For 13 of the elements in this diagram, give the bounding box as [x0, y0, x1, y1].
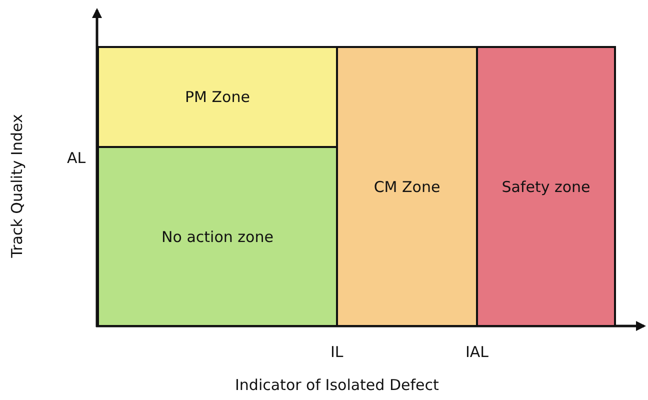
axis-title: Indicator of Isolated Defect — [235, 376, 439, 394]
zone-region — [97, 146, 338, 327]
threshold-label: IAL — [466, 343, 489, 361]
axis-title: Track Quality Index — [8, 114, 26, 258]
zone-label: No action zone — [162, 228, 274, 246]
zone-label: CM Zone — [374, 178, 440, 196]
zone-region — [97, 46, 338, 148]
zone-region — [476, 46, 616, 327]
zone-label: PM Zone — [185, 88, 250, 106]
zone-label: Safety zone — [502, 178, 590, 196]
threshold-label: IL — [330, 343, 344, 361]
zone-region — [336, 46, 478, 327]
threshold-label: AL — [67, 149, 86, 167]
